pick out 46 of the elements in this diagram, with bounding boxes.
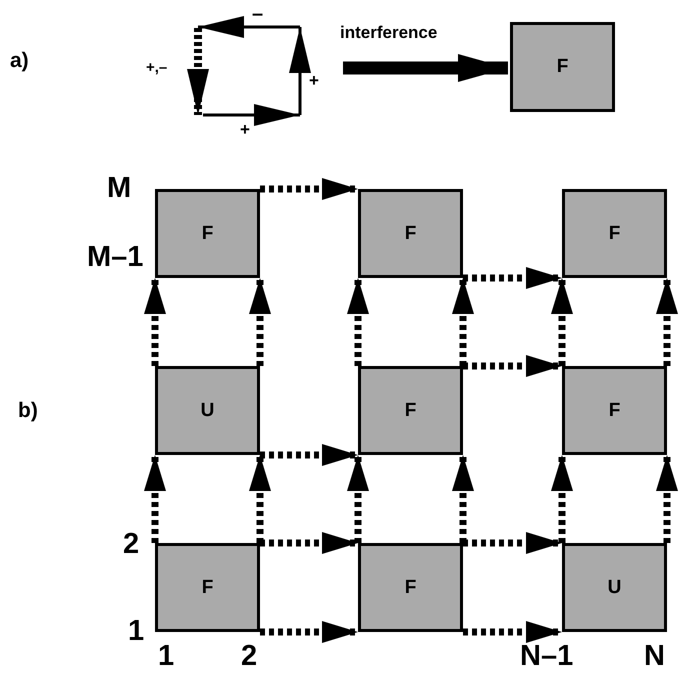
axis-label: N–1 [520,642,574,671]
arrow [260,178,358,200]
arrow [260,444,358,466]
edge-label: interference [340,24,438,41]
state-box: F [358,366,463,455]
state-box: F [358,543,463,632]
arrow [260,532,358,554]
axis-label: 2 [241,642,258,671]
arrow [249,278,271,366]
arrow [249,455,271,543]
arrow [656,278,678,366]
state-box: F [155,189,260,278]
axis-label: 1 [158,642,174,671]
panel-label: a) [10,50,29,71]
sign-label: + [309,72,319,89]
sign-label: +,– [146,60,168,75]
arrow [343,54,508,82]
arrow [656,455,678,543]
state-box: U [155,366,260,455]
axis-label: 2 [123,530,140,559]
arrow [551,278,573,366]
state-box: U [562,543,667,632]
axis-label: M [107,174,132,203]
axis-label: N [644,642,665,671]
panel-label: b) [18,400,38,421]
arrow [463,532,562,554]
arrow [452,278,474,366]
state-box: F [155,543,260,632]
arrow [347,278,369,366]
arrow [144,455,166,543]
axis-label: 1 [128,617,144,646]
sign-label: + [240,121,250,138]
arrow [347,455,369,543]
arrow [551,455,573,543]
sign-label: – [252,4,264,24]
state-box: F [562,366,667,455]
arrow [463,267,562,289]
state-box: F [510,22,615,112]
arrow [260,621,358,643]
arrow [463,355,562,377]
state-box: F [562,189,667,278]
axis-label: M–1 [87,243,144,272]
arrow [144,278,166,366]
state-box: F [358,189,463,278]
arrow [452,455,474,543]
arrow [463,621,562,643]
